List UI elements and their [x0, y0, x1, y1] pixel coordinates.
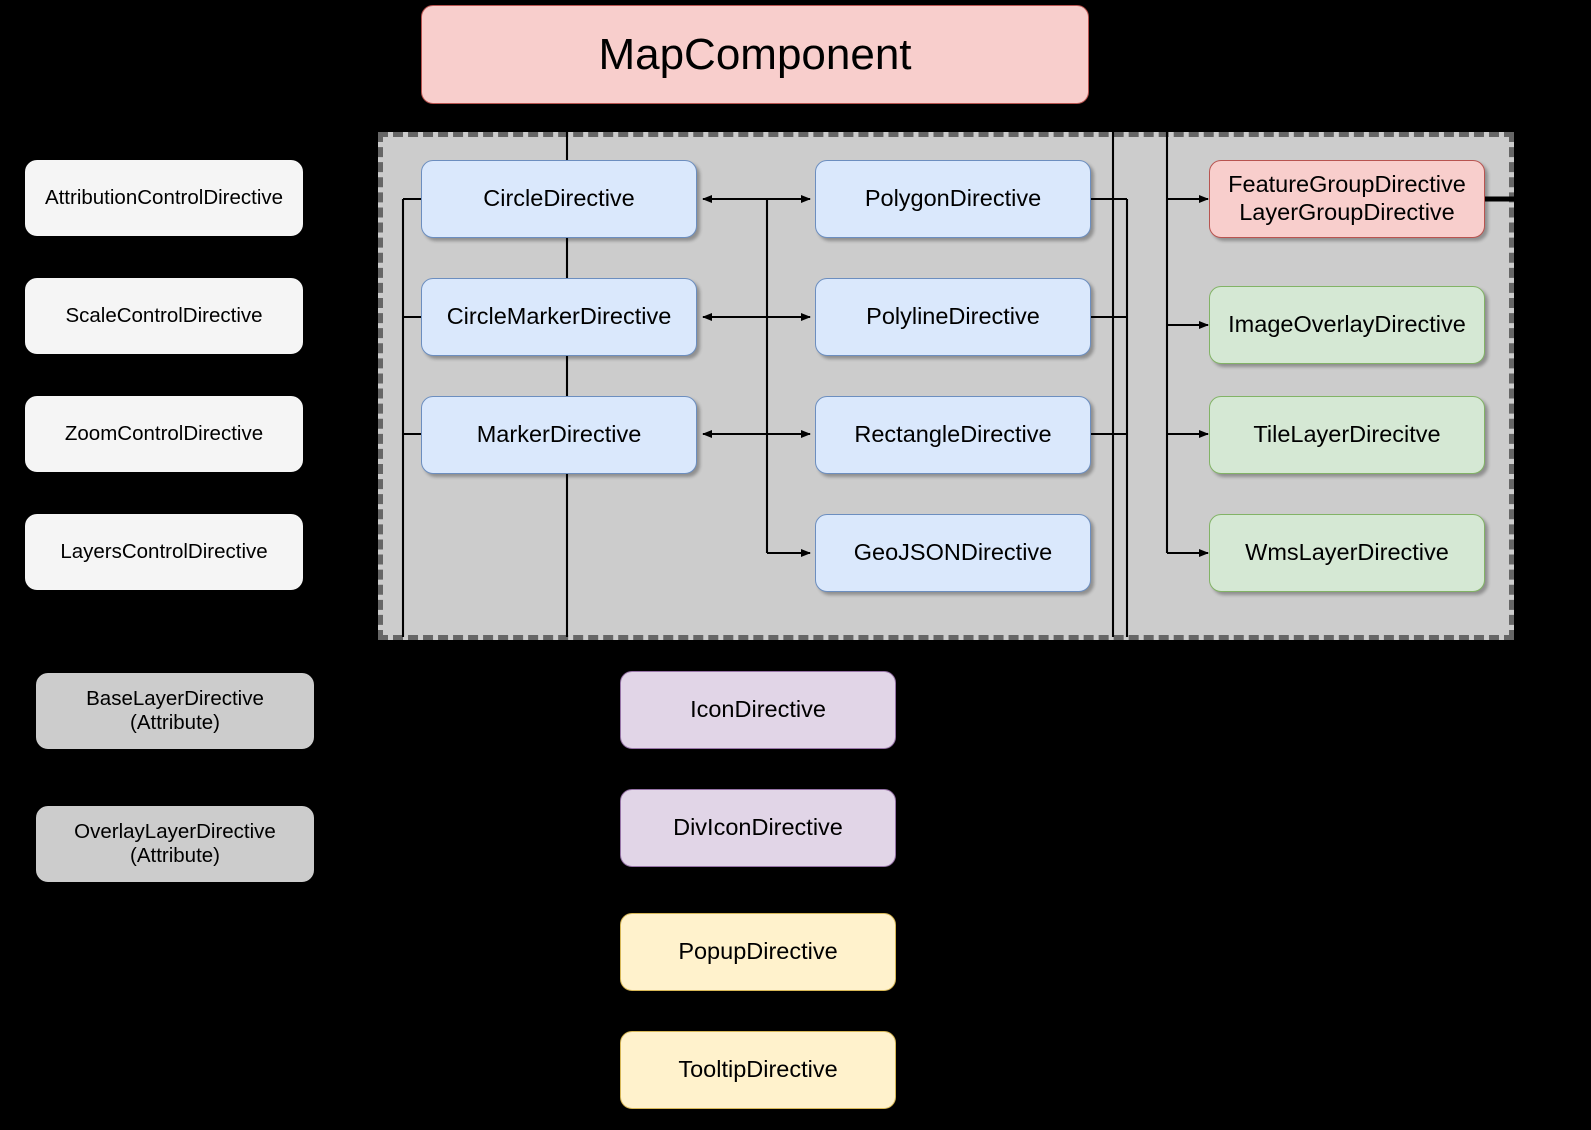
attribute-box-overlaylayer-line1: OverlayLayerDirective	[74, 819, 276, 843]
control-box-zoom[interactable]: ZoomControlDirective	[25, 396, 303, 472]
control-box-attribution[interactable]: AttributionControlDirective	[25, 160, 303, 236]
directive-box-tooltip[interactable]: TooltipDirective	[620, 1031, 896, 1109]
directive-box-featuregroup-line2: LayerGroupDirective	[1239, 199, 1455, 225]
directive-box-polygon[interactable]: PolygonDirective	[815, 160, 1091, 238]
directive-box-wmslayer[interactable]: WmsLayerDirective	[1209, 514, 1485, 592]
attribute-box-overlaylayer-line2: (Attribute)	[130, 844, 220, 867]
attribute-box-baselayer[interactable]: BaseLayerDirective (Attribute)	[36, 673, 314, 749]
directive-box-divicon-label: DivIconDirective	[673, 814, 843, 841]
attribute-box-overlaylayer[interactable]: OverlayLayerDirective (Attribute)	[36, 806, 314, 882]
directive-box-circle[interactable]: CircleDirective	[421, 160, 697, 238]
directive-box-featuregroup[interactable]: FeatureGroupDirective LayerGroupDirectiv…	[1209, 160, 1485, 238]
attribute-box-baselayer-line2: (Attribute)	[130, 711, 220, 734]
directive-box-rectangle[interactable]: RectangleDirective	[815, 396, 1091, 474]
directive-box-popup[interactable]: PopupDirective	[620, 913, 896, 991]
directive-box-circlemarker[interactable]: CircleMarkerDirective	[421, 278, 697, 356]
control-box-scale[interactable]: ScaleControlDirective	[25, 278, 303, 354]
attribute-box-baselayer-line1: BaseLayerDirective	[86, 686, 264, 710]
directive-box-diviCon[interactable]: DivIconDirective	[620, 789, 896, 867]
directive-box-geojson[interactable]: GeoJSONDirective	[815, 514, 1091, 592]
directive-box-tilelayer[interactable]: TileLayerDirecitve	[1209, 396, 1485, 474]
directive-box-marker[interactable]: MarkerDirective	[421, 396, 697, 474]
directive-box-icon[interactable]: IconDirective	[620, 671, 896, 749]
directive-box-imageoverlay[interactable]: ImageOverlayDirective	[1209, 286, 1485, 364]
directive-box-featuregroup-line1: FeatureGroupDirective	[1228, 171, 1466, 198]
control-box-layers[interactable]: LayersControlDirective	[25, 514, 303, 590]
directive-box-polyline[interactable]: PolylineDirective	[815, 278, 1091, 356]
page-title: MapComponent	[421, 5, 1089, 104]
